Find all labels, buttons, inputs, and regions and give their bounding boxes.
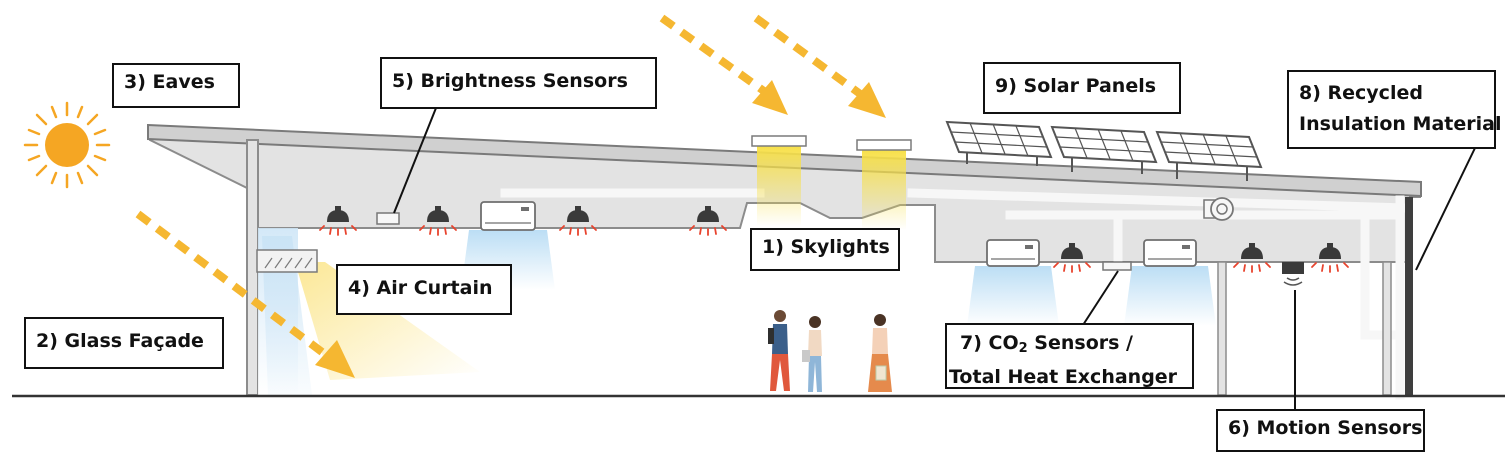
ceiling-lamp-icon [319, 206, 357, 236]
ceiling-lamp-icon [559, 206, 597, 236]
label-eaves: 3) Eaves [112, 63, 240, 108]
solar-panel-icon [1155, 130, 1263, 181]
sunlight-arrow-icon [753, 14, 886, 118]
air-conditioner-icon [1124, 239, 1216, 326]
leader-lines [393, 107, 1476, 409]
label-co2-sensors: 7) CO2 Sensors / Total Heat Exchanger [945, 323, 1194, 389]
label-brightness-sensors: 5) Brightness Sensors [380, 57, 657, 109]
ceiling-lamp-icon [1053, 243, 1091, 273]
column-right-1 [1217, 261, 1227, 396]
right-wall [1405, 197, 1413, 395]
skylight-2 [856, 139, 912, 230]
skylight-1 [751, 135, 807, 226]
brightness-sensor [376, 212, 400, 225]
label-motion-sensors: 6) Motion Sensors [1216, 409, 1425, 452]
person-icon [802, 316, 822, 392]
column-right-2 [1382, 261, 1392, 396]
ceiling-lamp-icon [689, 206, 727, 236]
label-skylights: 1) Skylights [750, 228, 900, 271]
glass-light [262, 236, 312, 395]
person-icon [868, 314, 892, 392]
ceiling-lamp-icon [1233, 243, 1271, 273]
sunlight-arrow-icon [659, 14, 788, 115]
label-solar-panels: 9) Solar Panels [983, 62, 1181, 114]
sun-icon [23, 101, 111, 189]
label-glass-facade: 2) Glass Façade [24, 317, 224, 369]
person-icon [768, 310, 790, 391]
motion-sensor-icon [1282, 262, 1304, 286]
air-conditioners [461, 201, 1216, 326]
ceiling-lamps [319, 206, 1349, 273]
air-curtain-unit [256, 249, 318, 273]
label-air-curtain: 4) Air Curtain [336, 264, 512, 315]
ceiling-lamp-icon [1311, 243, 1349, 273]
solar-panel-icon [1050, 125, 1158, 174]
co2-sensor [1102, 261, 1132, 271]
air-conditioner-icon [967, 239, 1059, 326]
solar-panel-icon [945, 120, 1053, 166]
ceiling-lamp-icon [419, 206, 457, 236]
air-curtain-vents [264, 257, 313, 269]
label-recycled-insulation: 8) Recycled Insulation Material [1287, 70, 1501, 149]
ventilation-fan-icon [1203, 197, 1234, 221]
sunlight-arrow-icon [135, 210, 355, 378]
